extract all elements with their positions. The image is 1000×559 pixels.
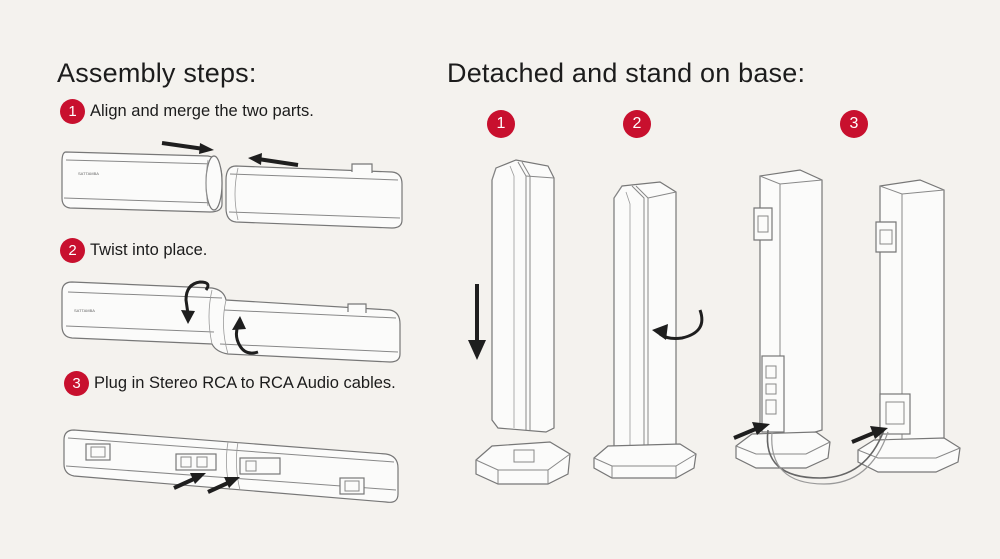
down-arrow-icon xyxy=(468,284,486,360)
rotate-arrow-icon xyxy=(652,309,704,340)
rca-arrow-2 xyxy=(207,477,240,494)
step-number-badge: 3 xyxy=(64,371,89,396)
rca-cable xyxy=(766,429,889,485)
tower-1 xyxy=(491,159,555,433)
assembly-step-3: 3 Plug in Stereo RCA to RCA Audio cables… xyxy=(64,371,396,396)
step-text: Align and merge the two parts. xyxy=(90,102,314,120)
soundbar-left-half: SATTAMBA xyxy=(61,151,223,213)
base-2 xyxy=(593,443,697,479)
detached-stand-title: Detached and stand on base: xyxy=(447,58,806,88)
soundbar-rca xyxy=(63,429,399,503)
base-1 xyxy=(475,441,571,485)
assembly-steps-title: Assembly steps: xyxy=(57,58,257,88)
rca-arrow-3b xyxy=(851,426,888,444)
soundbar-twist: SATTAMBA xyxy=(61,281,401,363)
tower-3b xyxy=(875,179,945,447)
rca-arrow-3a xyxy=(733,422,770,440)
base-3a xyxy=(735,431,831,469)
step-number-badge: 2 xyxy=(60,238,85,263)
merge-arrow-left xyxy=(248,153,299,167)
rca-arrow-1 xyxy=(173,473,206,490)
merge-arrow-right xyxy=(161,141,214,154)
logo-label: SATTAMBA xyxy=(74,308,95,313)
step-text: Plug in Stereo RCA to RCA Audio cables. xyxy=(94,374,396,392)
tower-3a xyxy=(753,169,823,437)
assembly-step-1: 1 Align and merge the two parts. xyxy=(60,99,314,124)
twist-arrow-down-icon xyxy=(181,280,210,324)
assembly-step-2: 2 Twist into place. xyxy=(60,238,207,263)
base-3b xyxy=(857,437,961,473)
stand-step-badge-1: 1 xyxy=(487,110,515,138)
step-text: Twist into place. xyxy=(90,241,208,259)
logo-label: SATTAMBA xyxy=(78,171,99,176)
stand-step-badge-3: 3 xyxy=(840,110,868,138)
tower-2 xyxy=(613,181,677,461)
stand-step-badge-2: 2 xyxy=(623,110,651,138)
step-number-badge: 1 xyxy=(60,99,85,124)
twist-arrow-up-icon xyxy=(232,316,259,355)
soundbar-right-half xyxy=(225,163,403,229)
